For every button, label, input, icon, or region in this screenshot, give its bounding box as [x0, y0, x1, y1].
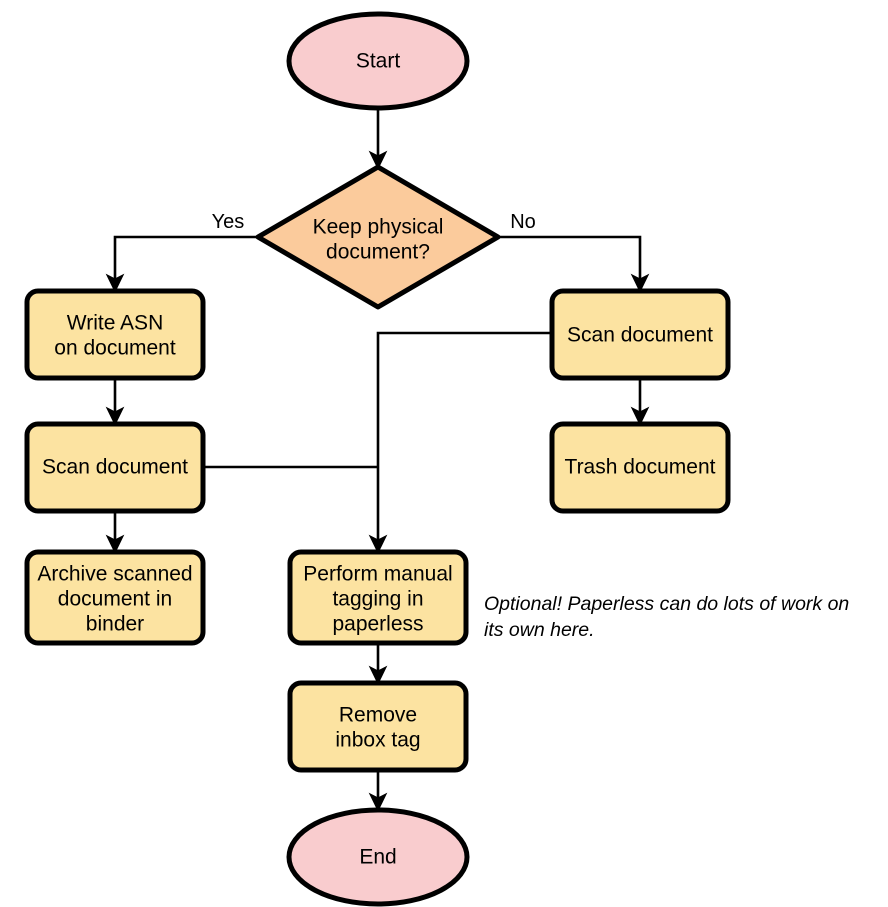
trash-document-box[interactable] — [549, 421, 731, 514]
tagging-label-line1: Perform manual — [303, 563, 452, 586]
edge-label-no: No — [510, 211, 536, 233]
node-keep-physical-document-decision[interactable]: Keep physical document? — [255, 164, 501, 310]
archive-label-line2: document in — [58, 588, 172, 611]
tagging-box[interactable] — [287, 549, 469, 646]
remove-inbox-tag-box[interactable] — [287, 680, 469, 773]
scan-document-right-box[interactable] — [549, 288, 731, 381]
archive-label-line3: binder — [86, 613, 144, 636]
decision-label-line2: document? — [326, 241, 430, 264]
remove-inbox-tag-label-line1: Remove — [339, 704, 417, 727]
node-scan-document-left[interactable]: Scan document — [24, 421, 206, 514]
tagging-label-line2: tagging in — [332, 588, 423, 611]
decision-diamond[interactable] — [255, 164, 501, 310]
archive-box[interactable] — [24, 549, 206, 646]
node-trash-document[interactable]: Trash document — [549, 421, 731, 514]
edge-label-layer: Yes No — [212, 211, 536, 233]
write-asn-box[interactable] — [24, 288, 206, 381]
edge-decision-yes — [105, 235, 258, 293]
node-scan-document-right[interactable]: Scan document — [549, 288, 731, 381]
archive-label-line1: Archive scanned — [37, 563, 192, 586]
tagging-label-line3: paperless — [332, 613, 423, 636]
node-start[interactable]: Start — [286, 11, 470, 111]
decision-label-line1: Keep physical — [313, 216, 444, 239]
start-label: Start — [356, 50, 401, 73]
write-asn-label-line2: on document — [54, 337, 176, 360]
annotation-line2: its own here. — [484, 619, 595, 641]
trash-document-label: Trash document — [565, 456, 716, 479]
edge-label-yes: Yes — [212, 211, 245, 233]
edge-decision-no — [498, 235, 650, 293]
remove-inbox-tag-label-line2: inbox tag — [335, 729, 420, 752]
edge-scan-right-to-tagging — [368, 331, 552, 554]
edge-layer — [105, 108, 650, 812]
scan-document-left-box[interactable] — [24, 421, 206, 514]
node-write-asn-on-document[interactable]: Write ASN on document — [24, 288, 206, 381]
node-end[interactable]: End — [286, 807, 470, 907]
node-archive-scanned-document[interactable]: Archive scanned document in binder — [24, 549, 206, 646]
end-ellipse[interactable] — [286, 807, 470, 907]
scan-document-left-label: Scan document — [42, 456, 188, 479]
node-perform-manual-tagging[interactable]: Perform manual tagging in paperless — [287, 549, 469, 646]
start-ellipse[interactable] — [286, 11, 470, 111]
scan-document-right-label: Scan document — [567, 324, 713, 347]
write-asn-label-line1: Write ASN — [67, 312, 163, 335]
annotation-optional-note: Optional! Paperless can do lots of work … — [484, 593, 849, 641]
annotation-line1: Optional! Paperless can do lots of work … — [484, 593, 849, 615]
node-remove-inbox-tag[interactable]: Remove inbox tag — [287, 680, 469, 773]
end-label: End — [359, 846, 396, 869]
